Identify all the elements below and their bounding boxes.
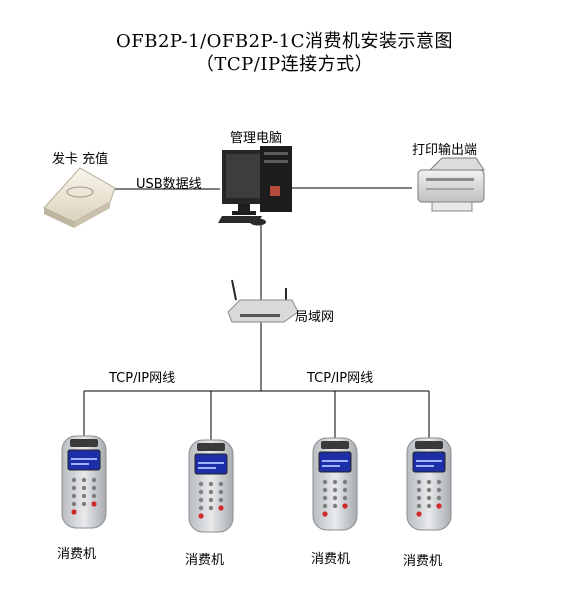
terminal-label-2: 消费机 xyxy=(185,553,225,568)
tcp-cable-label-right: TCP/IP网线 xyxy=(307,371,374,386)
card-reader-label: 发卡 充值 xyxy=(52,152,109,167)
pc-label: 管理电脑 xyxy=(230,131,283,146)
terminal-label-4: 消费机 xyxy=(403,554,443,569)
tcp-cable-label-left: TCP/IP网线 xyxy=(109,371,176,386)
router-device xyxy=(227,279,299,323)
consumption-terminal-3 xyxy=(312,437,358,531)
diagram-title-line1: OFB2P-1/OFB2P-1C消费机安装示意图 xyxy=(115,31,453,52)
card-reader-device xyxy=(43,167,116,228)
router-label: 局域网 xyxy=(295,310,335,325)
connection-lines xyxy=(83,187,430,440)
pc-device xyxy=(218,146,292,226)
consumption-terminal-2 xyxy=(188,439,234,533)
consumption-terminal-4 xyxy=(406,437,452,531)
diagram-title-line2: （TCP/IP连接方式） xyxy=(195,54,374,75)
printer-label: 打印输出端 xyxy=(412,143,478,158)
consumption-terminal-1 xyxy=(61,435,107,529)
printer-device xyxy=(417,157,485,212)
terminal-label-3: 消费机 xyxy=(311,552,351,567)
terminal-label-1: 消费机 xyxy=(57,547,97,562)
usb-cable-label: USB数据线 xyxy=(136,177,202,192)
